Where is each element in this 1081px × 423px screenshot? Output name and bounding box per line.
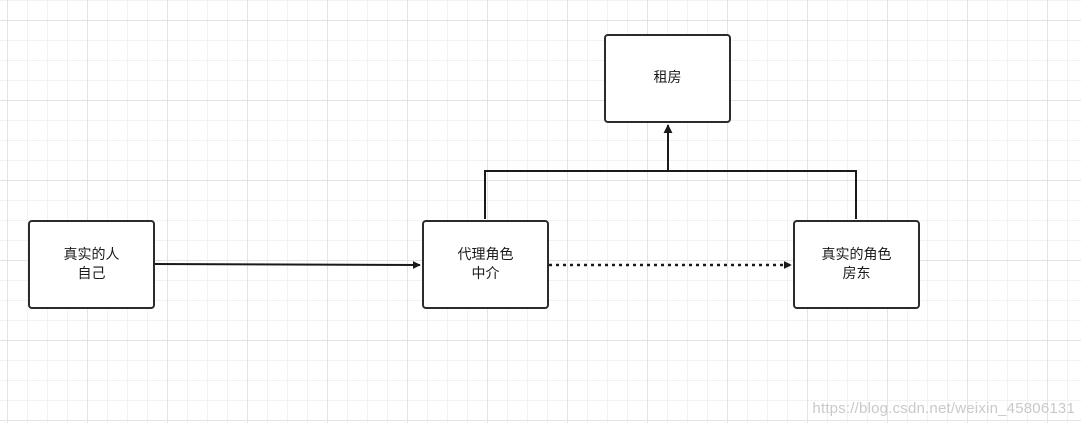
edge-proxy-to-bus [484, 170, 668, 219]
node-rent-label: 租房 [653, 70, 682, 86]
node-real-person-line1: 真实的人 [63, 246, 120, 263]
node-real-role[interactable]: 真实的角色 房东 [793, 220, 920, 309]
node-rent[interactable]: 租房 [604, 34, 731, 123]
edge-real-person-to-proxy [153, 260, 421, 269]
watermark-text: https://blog.csdn.net/weixin_45806131 [812, 400, 1075, 417]
node-real-role-line1: 真实的角色 [821, 246, 892, 263]
node-real-person[interactable]: 真实的人 自己 [28, 220, 155, 309]
node-real-role-line2: 房东 [842, 265, 871, 282]
node-proxy[interactable]: 代理角色 中介 [422, 220, 549, 309]
node-proxy-line1: 代理角色 [457, 246, 514, 263]
edge-real-role-to-bus [668, 170, 857, 219]
node-real-person-line2: 自己 [77, 265, 106, 282]
node-proxy-line2: 中介 [471, 265, 500, 282]
